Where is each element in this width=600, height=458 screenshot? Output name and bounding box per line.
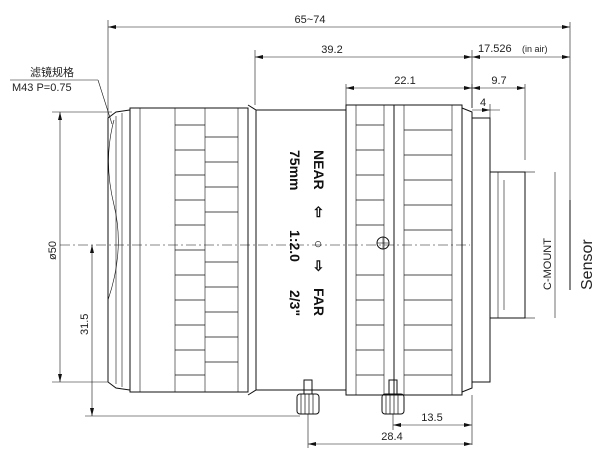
screw-span-dimension: 28.4 bbox=[307, 414, 472, 448]
format-label: 2/3" bbox=[287, 290, 303, 316]
mount-length-label: 9.7 bbox=[491, 75, 506, 87]
ring-width-dimension: 22.1 bbox=[345, 75, 473, 108]
mount-length-dimension: 9.7 bbox=[472, 75, 526, 160]
half-height-label: 31.5 bbox=[79, 314, 91, 335]
far-arrow: ⇨ bbox=[311, 260, 327, 272]
near-arrow: ⇦ bbox=[311, 205, 327, 218]
flange-back-dimension: 17.526 (in air) bbox=[472, 43, 570, 59]
flange-back-label: 17.526 bbox=[478, 43, 512, 55]
mount-step-dimension: 4 bbox=[472, 97, 500, 118]
near-label: NEAR bbox=[311, 150, 327, 190]
filter-spec-callout: 滤镜规格 M43 P=0.75 bbox=[10, 65, 113, 125]
lens-marking: NEAR ⇦ ○ ⇨ FAR 75mm 1:2.0 2/3" bbox=[287, 150, 327, 316]
filter-label: 滤镜规格 bbox=[30, 65, 74, 79]
mount-step-label: 4 bbox=[480, 97, 486, 109]
center-mark bbox=[376, 236, 390, 250]
iris-lock-screw bbox=[381, 379, 405, 415]
focal-length-label: 75mm bbox=[287, 150, 303, 190]
lens-body bbox=[107, 104, 535, 396]
overall-length-label: 65~74 bbox=[295, 14, 326, 26]
diameter-dimension: ø50 bbox=[47, 111, 112, 383]
diameter-label: ø50 bbox=[47, 241, 59, 260]
c-mount-label: C-MOUNT bbox=[542, 238, 554, 290]
screw-span-label: 28.4 bbox=[381, 431, 402, 443]
filter-spec: M43 P=0.75 bbox=[12, 82, 72, 94]
body-length-dimension: 39.2 bbox=[254, 44, 473, 108]
ring-width-label: 22.1 bbox=[394, 75, 415, 87]
screw-offset-dimension: 13.5 bbox=[392, 395, 473, 445]
focus-lock-screw bbox=[296, 379, 320, 415]
far-label: FAR bbox=[311, 288, 327, 316]
focus-circle: ○ bbox=[311, 240, 327, 248]
overall-length-dimension: 65~74 bbox=[107, 14, 571, 235]
flange-back-note: (in air) bbox=[522, 44, 548, 54]
aperture-label: 1:2.0 bbox=[287, 230, 303, 262]
sensor-label: Sensor bbox=[579, 239, 596, 290]
half-height-dimension: 31.5 bbox=[79, 245, 300, 417]
body-length-label: 39.2 bbox=[321, 44, 342, 56]
screw-offset-label: 13.5 bbox=[421, 412, 442, 424]
